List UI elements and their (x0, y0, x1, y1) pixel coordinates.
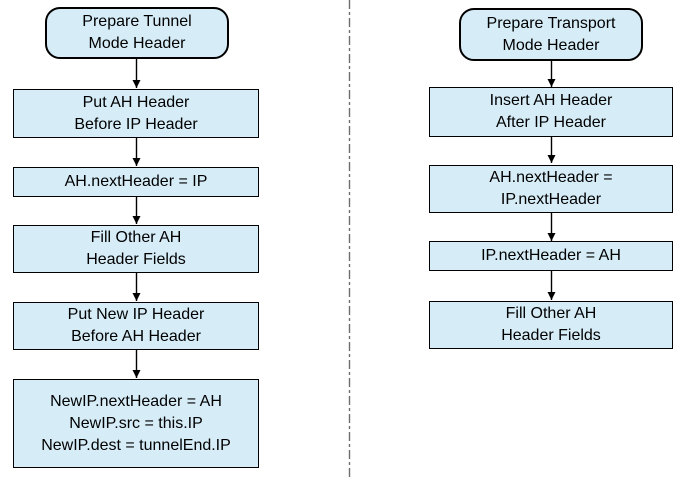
node-insert-ah-header-after-ip-header: Insert AH Header After IP Header (429, 87, 673, 137)
node-fill-other-ah-header-fields-tunnel: Fill Other AH Header Fields (13, 225, 259, 273)
node-fill-other-ah-header-fields-transport: Fill Other AH Header Fields (429, 301, 673, 349)
node-ah-nextheader-equals-ip: AH.nextHeader = IP (13, 167, 259, 197)
node-newip-assignments: NewIP.nextHeader = AH NewIP.src = this.I… (13, 379, 259, 468)
node-ah-nextheader-equals-ip-nextheader: AH.nextHeader = IP.nextHeader (429, 165, 673, 213)
node-put-new-ip-header-before-ah-header: Put New IP Header Before AH Header (13, 302, 259, 350)
node-ip-nextheader-equals-ah: IP.nextHeader = AH (429, 241, 673, 271)
node-prepare-tunnel-mode-header: Prepare Tunnel Mode Header (45, 7, 229, 59)
node-prepare-transport-mode-header: Prepare Transport Mode Header (459, 8, 643, 61)
node-put-ah-header-before-ip-header: Put AH Header Before IP Header (13, 89, 259, 138)
